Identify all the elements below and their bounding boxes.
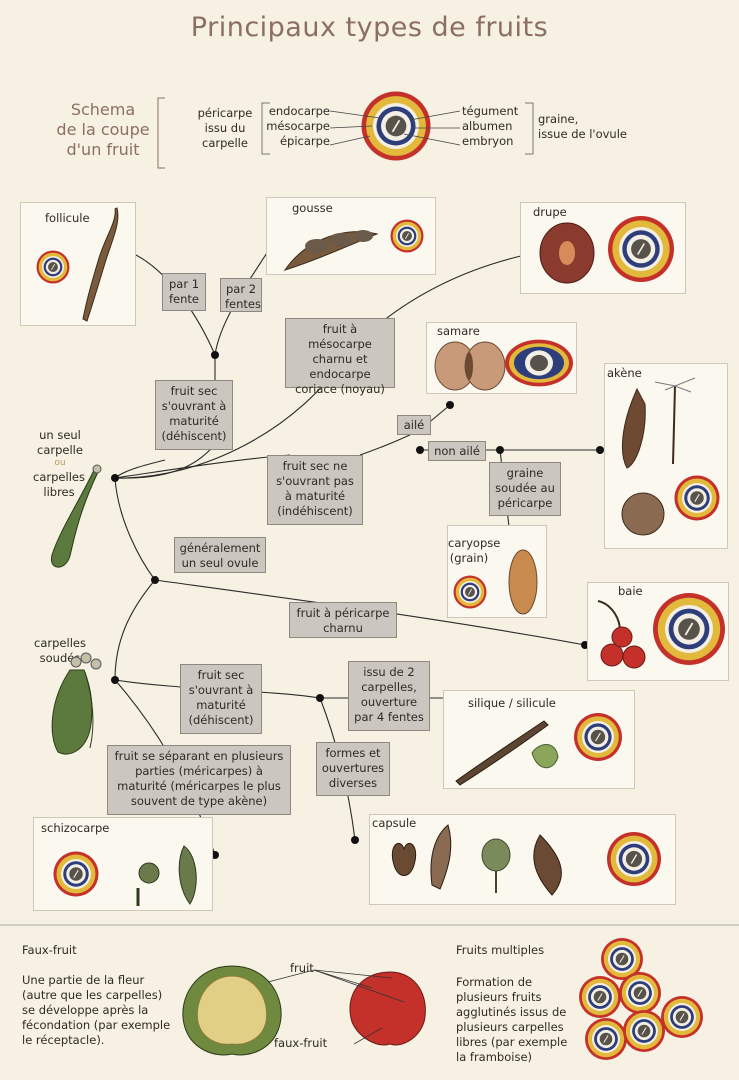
follicule-label: follicule <box>45 211 90 225</box>
pericarp-line-1: péricarpe <box>197 106 253 120</box>
schizocarpe-label: schizocarpe <box>41 821 110 835</box>
carpel-single-illustration <box>50 464 102 568</box>
faux-fruit-heading: Faux-fruit <box>22 943 77 957</box>
panel-samare: samare <box>426 322 577 394</box>
box-dehiscent: fruit sec s'ouvrant à maturité (déhiscen… <box>155 380 233 450</box>
baie-label: baie <box>618 584 643 598</box>
panel-gousse: gousse <box>266 197 436 275</box>
seed-line-1: graine, <box>538 112 579 126</box>
gousse-illustration <box>283 219 424 271</box>
panel-drupe: drupe <box>520 202 686 294</box>
silique-label: silique / silicule <box>468 696 556 710</box>
schizocarpe-illustration <box>52 845 197 906</box>
faux-fruit-label: faux-fruit <box>274 1036 328 1050</box>
gousse-label: gousse <box>292 201 333 215</box>
layer-endocarpe: endocarpe <box>268 104 330 118</box>
fruit-label: fruit <box>290 961 314 975</box>
box-formes-diverses: formes et ouvertures diverses <box>316 742 390 796</box>
caryopse-line-2: (grain) <box>449 551 489 565</box>
seed-embryon: embryon <box>462 134 514 148</box>
panel-capsule: capsule <box>369 814 676 905</box>
pericarp-label: péricarpe issu du carpelle <box>192 106 258 151</box>
layer-epicarpe: épicarpe <box>279 134 330 148</box>
layer-mesocarpe: mésocarpe <box>266 119 330 133</box>
silique-illustration <box>455 712 623 786</box>
akene-label: akène <box>607 366 642 380</box>
drupe-illustration <box>539 215 675 284</box>
page-title: Principaux types de fruits <box>190 12 549 43</box>
layers-list: endocarpe mésocarpe épicarpe <box>266 104 330 149</box>
panel-baie: baie <box>587 582 729 681</box>
akene-illustration <box>621 377 721 536</box>
seed-tegument: tégument <box>462 104 519 118</box>
panel-caryopse: caryopse (grain) <box>447 525 547 618</box>
box-graine-soudee: graine soudée au péricarpe <box>489 462 561 516</box>
caryopse-line-1: caryopse <box>448 536 501 550</box>
follicule-illustration <box>36 207 119 322</box>
box-dehiscent-2: fruit sec s'ouvrant à maturité (déhiscen… <box>180 664 262 734</box>
seed-line-2: issue de l'ovule <box>538 127 627 141</box>
baie-illustration <box>597 592 726 669</box>
box-indehiscent: fruit sec ne s'ouvrant pas à maturité (i… <box>267 455 363 525</box>
faux-fruit-illustration <box>182 965 426 1056</box>
box-par-2-fentes: par 2 fentes <box>220 278 262 312</box>
box-seul-ovule: généralement un seul ovule <box>174 537 266 573</box>
schema-label-line-1: Schema <box>70 100 136 119</box>
seed-albumen: albumen <box>462 119 513 133</box>
box-aile: ailé <box>397 415 431 435</box>
panel-schizocarpe: schizocarpe <box>33 817 213 911</box>
panel-silique: silique / silicule <box>443 690 635 789</box>
schema-label-line-3: d'un fruit <box>66 140 140 159</box>
drupe-label: drupe <box>533 205 567 219</box>
seed-parts-list: tégument albumen embryon <box>462 104 526 149</box>
box-schizocarpe-rule: fruit se séparant en plusieurs parties (… <box>107 745 291 815</box>
capsule-illustration <box>391 824 662 896</box>
label-or: ou <box>54 458 66 468</box>
carpel-fused-illustration <box>51 652 102 755</box>
label-free-carpels: carpelles libres <box>33 470 85 499</box>
box-issu-2-carpelles: issu de 2 carpelles, ouverture par 4 fen… <box>348 661 430 731</box>
label-fused-carpels: carpelles soudés <box>34 636 86 665</box>
box-pericarpe-charnu: fruit à péricarpe charnu <box>289 602 397 638</box>
label-single-carpel: un seul carpelle <box>37 428 83 457</box>
box-non-aile: non ailé <box>428 441 486 461</box>
schema-label: Schema de la coupe d'un fruit <box>52 100 154 160</box>
caryopse-illustration <box>453 549 538 615</box>
panel-akene: akène <box>604 363 728 549</box>
samare-label: samare <box>437 324 480 338</box>
capsule-label: capsule <box>372 816 417 830</box>
box-drupe-rule: fruit à mésocarpe charnu et endocarpe co… <box>285 318 395 396</box>
pericarp-line-3: carpelle <box>202 136 248 150</box>
caryopse-label: caryopse (grain) <box>448 536 501 566</box>
panel-follicule: follicule <box>20 202 136 326</box>
schema-label-line-2: de la coupe <box>56 120 150 139</box>
multiples-heading: Fruits multiples <box>456 943 545 957</box>
pericarp-line-2: issu du <box>204 121 246 135</box>
seed-label: graine, issue de l'ovule <box>538 112 648 142</box>
faux-fruit-text: Une partie de la fleur (autre que les ca… <box>22 973 171 1047</box>
box-par-1-fente: par 1 fente <box>162 273 206 311</box>
multiples-text: Formation de plusieurs fruits agglutinés… <box>456 975 568 1064</box>
multiples-illustration <box>578 937 704 1061</box>
samare-illustration <box>434 339 573 391</box>
